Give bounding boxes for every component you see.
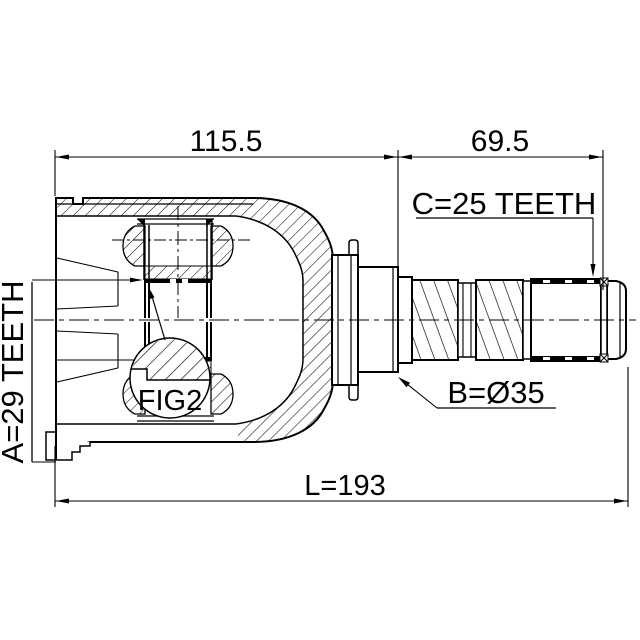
outer-race-left <box>122 225 146 267</box>
b-arrow <box>398 377 410 388</box>
label-outer-spline: C=25 TEETH <box>412 186 597 221</box>
fig2-label: FIG2 <box>138 385 202 417</box>
dimension-arrows <box>56 154 627 504</box>
dim-housing-width: 115.5 <box>190 125 263 158</box>
dim-overall-length: L=193 <box>304 470 385 502</box>
dimension-text: 115.5 69.5 C=25 TEETH B=Ø35 A=29 TEETH L… <box>0 125 596 502</box>
fig2-detail: FIG2 <box>129 286 211 419</box>
snap-ring-marks <box>599 277 609 363</box>
label-shaft-diameter: B=Ø35 <box>447 375 544 410</box>
label-inner-spline: A=29 TEETH <box>0 281 30 464</box>
housing-bore-steps <box>56 257 143 383</box>
outer-race-right <box>210 225 234 267</box>
dim-shaft-width: 69.5 <box>471 125 529 158</box>
c-arrow <box>590 264 596 277</box>
race-hub-hatch <box>144 265 212 280</box>
a-arrow <box>130 277 143 283</box>
dimension-layer <box>31 150 629 507</box>
fig2-leader-arrow <box>148 286 155 300</box>
inner-race-upper <box>112 206 250 318</box>
